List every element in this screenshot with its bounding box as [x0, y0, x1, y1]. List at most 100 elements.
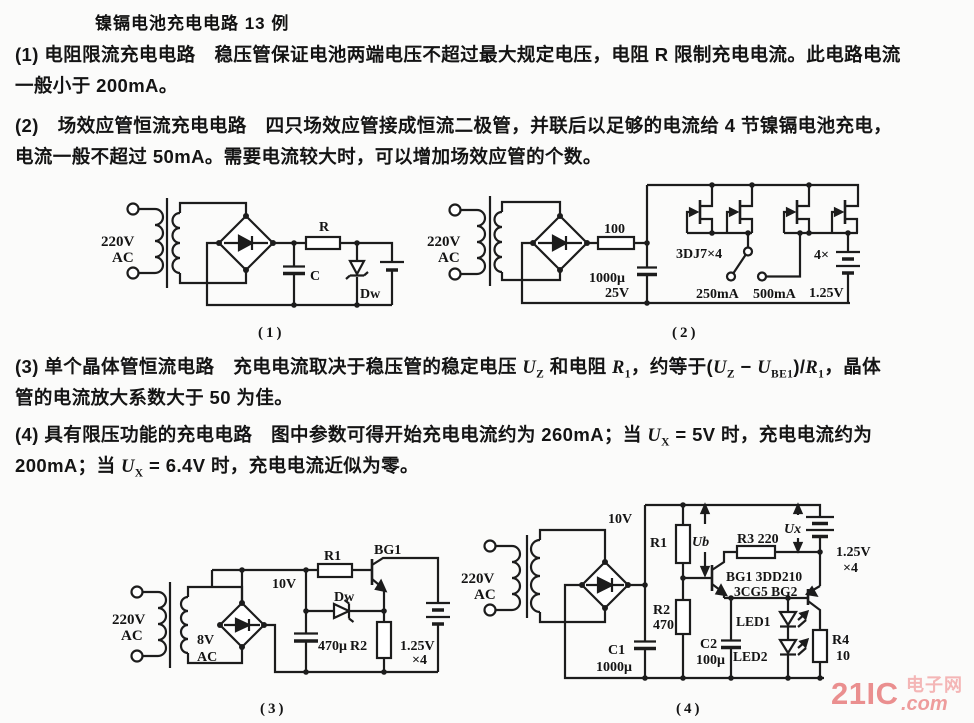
label-1000u: 1000μ — [589, 271, 625, 286]
caption-3: (3) — [260, 701, 287, 717]
watermark-21ic: 21IC — [831, 676, 899, 711]
label-r3: R3 220 — [737, 532, 779, 547]
fet-3 — [782, 185, 811, 233]
label-bg2: 3CG5 BG2 — [734, 584, 798, 599]
resistor-r2 — [375, 611, 393, 672]
label-10v: 10V — [272, 577, 296, 592]
circuit-1-diagram: 220V AC R C Dw (1) — [101, 198, 404, 341]
paragraph-2: (2) 场效应管恒流充电电路 四只场效应管接成恒流二极管，并联后以足够的电流给 … — [15, 115, 893, 168]
label-470u: 470μ — [318, 639, 347, 654]
label-bg1: BG1 3DD210 — [726, 569, 802, 584]
label-x4: ×4 — [843, 561, 858, 576]
label-100u: 100μ — [696, 653, 725, 668]
ground-rail — [563, 583, 824, 680]
fet-1 — [685, 185, 714, 233]
ground-rail — [264, 623, 438, 674]
label-r1: R1 — [324, 549, 341, 564]
transformer — [130, 582, 244, 668]
label-c2: C2 — [700, 637, 717, 652]
label-x4: ×4 — [412, 653, 427, 668]
label-c: C — [310, 269, 320, 284]
label-4x: 4× — [814, 248, 829, 263]
label-ac: AC — [112, 250, 134, 266]
zener-dw — [306, 599, 384, 623]
transformer — [126, 198, 248, 288]
paragraph-3: (3) 单个晶体管恒流电路 充电电流取决于稳压管的稳定电压 UZ 和电阻 R1，… — [15, 356, 882, 409]
filter-capacitor — [637, 185, 657, 303]
label-ac: AC — [121, 628, 143, 644]
resistor-r1 — [674, 505, 692, 578]
label-1000u: 1000μ — [596, 660, 632, 675]
label-220v: 220V — [427, 234, 461, 250]
label-3dj7: 3DJ7×4 — [676, 247, 722, 262]
led-1 — [778, 598, 810, 640]
capacitor-470u — [294, 570, 318, 672]
ub-arrows — [699, 502, 711, 578]
battery — [380, 260, 404, 305]
label-500ma: 500mA — [753, 287, 797, 302]
label-10: 10 — [836, 649, 850, 664]
ground-rail — [520, 241, 850, 305]
fet-2 — [725, 185, 754, 233]
label-8v: 8V — [197, 633, 214, 648]
label-r2: R2 — [653, 603, 670, 618]
zener-dw — [345, 243, 369, 305]
page-title: 镍镉电池充电电路 13 例 — [95, 14, 290, 33]
label-8v-ac: AC — [197, 650, 217, 665]
label-10v: 10V — [608, 512, 632, 527]
top-rail — [210, 568, 372, 603]
label-220v: 220V — [461, 571, 495, 587]
caption-4: (4) — [676, 701, 703, 717]
circuit-3-diagram: 220V AC 8V AC 10V R1 BG1 Dw 470μ R2 1.25… — [112, 543, 450, 717]
battery — [806, 515, 834, 586]
label-1-25v: 1.25V — [809, 286, 844, 301]
resistor-r3 — [735, 544, 777, 560]
watermark-com: .com — [901, 693, 948, 715]
label-25v: 25V — [605, 286, 629, 301]
resistor-100 — [596, 235, 636, 251]
label-ac: AC — [438, 250, 460, 266]
top-rail — [645, 503, 822, 517]
label-470: 470 — [653, 618, 674, 633]
ground-rail — [205, 241, 392, 307]
battery — [426, 601, 450, 672]
label-dw: Dw — [334, 590, 355, 605]
label-ux: Ux — [784, 522, 801, 537]
label-r: R — [319, 220, 330, 235]
transformer — [448, 196, 562, 286]
led-2 — [778, 637, 810, 678]
label-250ma: 250mA — [696, 287, 740, 302]
label-220v: 220V — [101, 234, 135, 250]
paragraph-4: (4) 具有限压功能的充电电路 图中参数可得开始充电电流约为 260mA；当 U… — [15, 424, 873, 481]
transformer — [483, 528, 607, 624]
label-100: 100 — [604, 222, 625, 237]
label-c1: C1 — [608, 643, 625, 658]
capacitor-c1 — [634, 505, 656, 678]
bridge-rectifier — [217, 600, 267, 650]
bridge-rectifier — [216, 213, 276, 273]
label-led2: LED2 — [733, 649, 768, 664]
label-dw: Dw — [360, 287, 381, 302]
label-led1: LED1 — [736, 614, 771, 629]
capacitor-c — [283, 243, 305, 305]
watermark-cn: 电子网 — [906, 675, 963, 695]
current-selector-switch — [725, 233, 802, 282]
label-ub: Ub — [692, 535, 709, 550]
resistor-r — [304, 235, 342, 251]
label-220v: 220V — [112, 612, 146, 628]
ux-arrows — [792, 502, 804, 554]
circuit-4-diagram: 220V AC 10V R1 Ub R3 220 Ux 1.25V ×4 BG1… — [461, 502, 871, 717]
capacitor-c2 — [721, 598, 741, 678]
resistor-r1 — [316, 562, 354, 579]
resistor-r4 — [811, 628, 829, 678]
label-bg1: BG1 — [374, 543, 401, 558]
bridge-rectifier — [579, 559, 631, 611]
paragraph-1: (1) 电阻限流充电电路 稳压管保证电池两端电压不超过最大规定电压，电阻 R 限… — [15, 44, 901, 97]
transistor-bg1 — [710, 550, 737, 598]
resistor-r2 — [674, 578, 692, 678]
bridge-rectifier — [530, 213, 590, 273]
label-ac: AC — [474, 587, 496, 603]
caption-1: (1) — [258, 325, 285, 341]
